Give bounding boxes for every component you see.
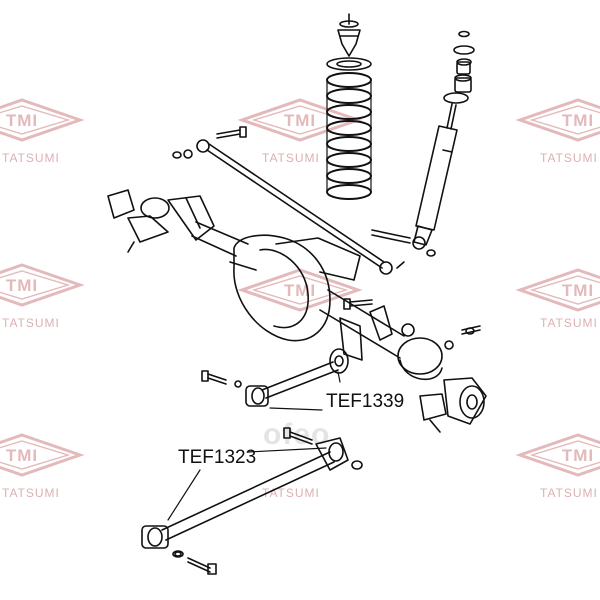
svg-text:TMI: TMI: [284, 111, 316, 130]
tatsumi-watermark: TATSUMI: [262, 151, 320, 165]
callout-leaders: [167, 371, 341, 521]
svg-text:TMI: TMI: [562, 281, 594, 300]
tatsumi-watermark: TATSUMI: [2, 151, 60, 165]
tatsumi-watermark: TATSUMI: [540, 151, 598, 165]
tatsumi-watermark: TATSUMI: [2, 486, 60, 500]
svg-text:TMI: TMI: [6, 276, 38, 295]
tmi-logo-watermark: TMI: [0, 433, 82, 477]
lateral-rod: [172, 126, 405, 275]
tmi-logo-watermark: TMI: [518, 268, 600, 312]
tmi-logo-watermark: TMI: [518, 98, 600, 142]
svg-text:TMI: TMI: [562, 111, 594, 130]
mounting-bolts: [172, 298, 481, 575]
tmi-logo-watermark: TMI: [0, 98, 82, 142]
tatsumi-watermark: TATSUMI: [540, 316, 598, 330]
shock-top-hardware: [443, 30, 475, 104]
svg-text:TMI: TMI: [6, 111, 38, 130]
spring-upper-seat: [326, 57, 372, 71]
tatsumi-watermark: TATSUMI: [540, 486, 598, 500]
tatsumi-watermark: TATSUMI: [2, 316, 60, 330]
tmi-logo-watermark: TMI: [0, 263, 82, 307]
coil-spring: [326, 72, 372, 200]
lower-control-arm: [141, 437, 349, 557]
part-label-tef1323[interactable]: TEF1323: [178, 447, 257, 468]
tmi-logo-watermark: TMI: [518, 433, 600, 477]
svg-text:TMI: TMI: [6, 446, 38, 465]
tmi-logo-watermark: TMI: [240, 98, 360, 142]
part-label-tef1339[interactable]: TEF1339: [326, 391, 405, 412]
shock-absorber: [371, 103, 458, 257]
bump-stop: [337, 13, 361, 57]
upper-control-arm: [245, 348, 349, 407]
svg-text:TMI: TMI: [562, 446, 594, 465]
axle-housing: [107, 189, 487, 433]
